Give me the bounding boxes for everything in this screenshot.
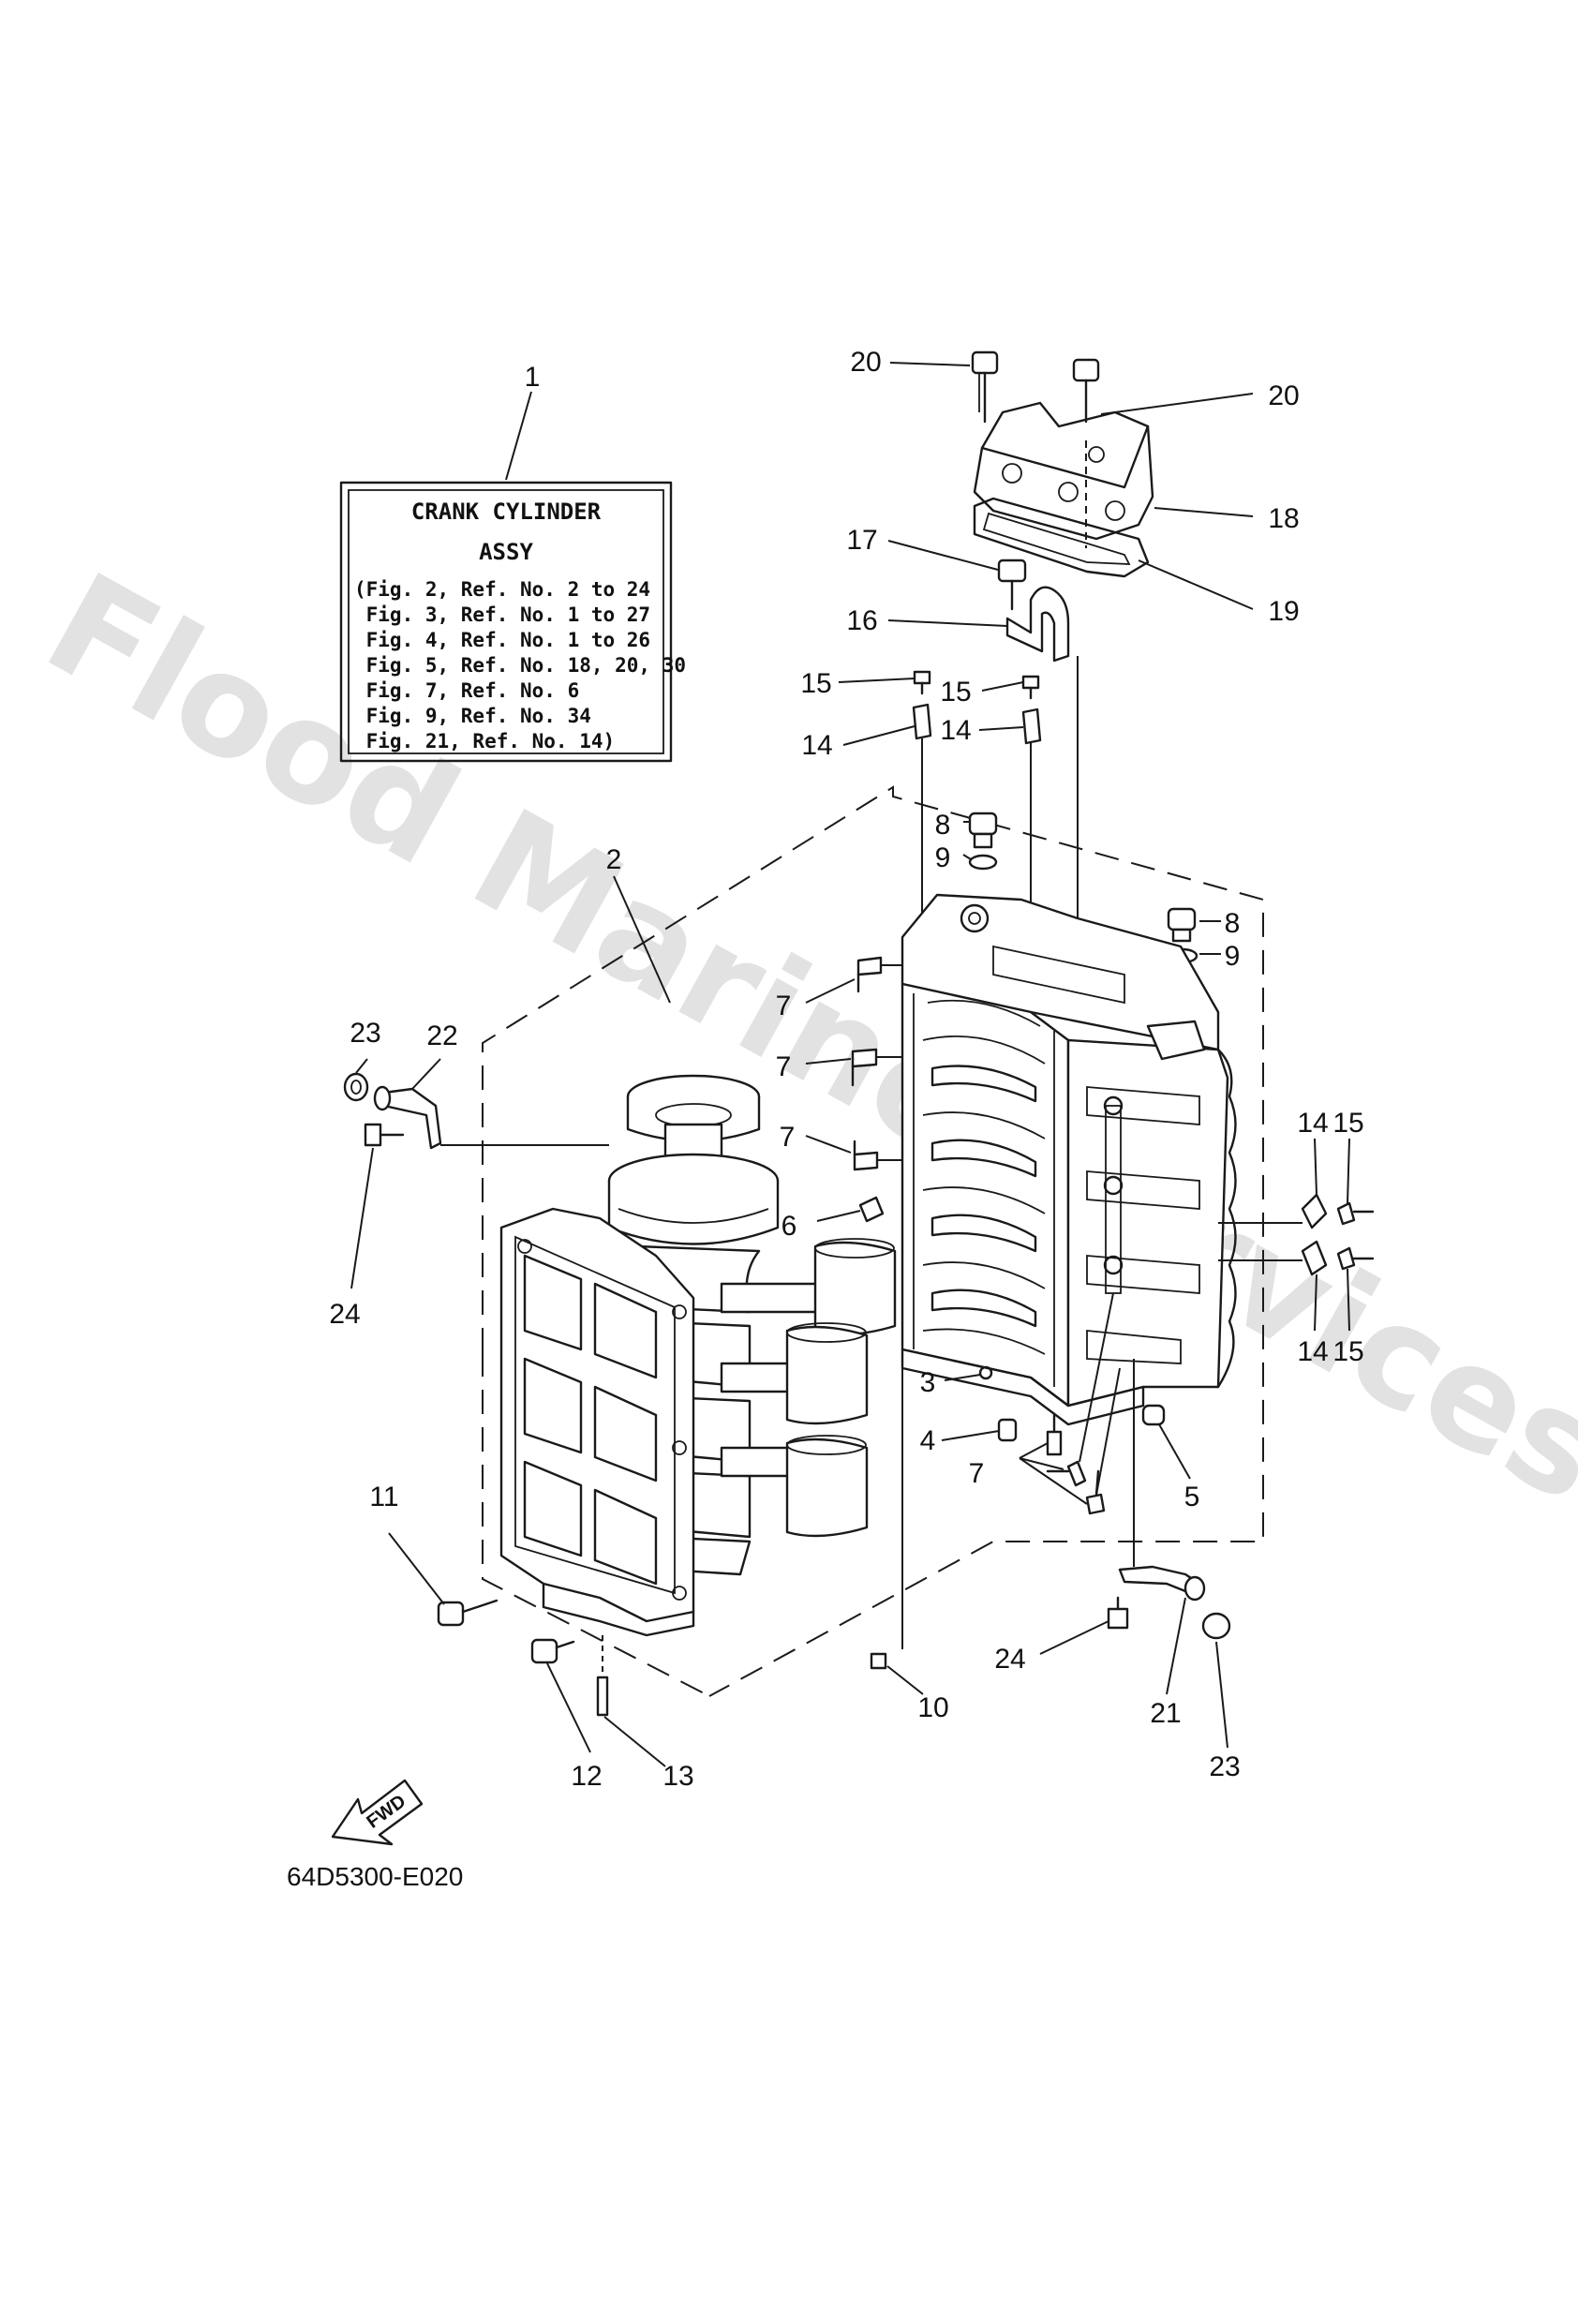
callout-label: 15 xyxy=(1332,1336,1363,1367)
stud-icon xyxy=(596,1635,609,1717)
plug-icon xyxy=(968,812,998,849)
info-box-title-1: CRANK CYLINDER xyxy=(411,499,602,525)
callout-label: 13 xyxy=(662,1761,693,1792)
fitting-icon xyxy=(1046,1460,1087,1487)
callout-label: 14 xyxy=(940,715,971,746)
assembly-outline-lower xyxy=(482,1352,710,1697)
bolt-icon xyxy=(997,559,1027,611)
bolt-icon xyxy=(530,1638,575,1664)
callout-label: 8 xyxy=(935,810,951,841)
washer-icon xyxy=(968,854,998,871)
callout-label: 11 xyxy=(369,1482,398,1512)
pin-icon xyxy=(978,1365,993,1380)
callout-label: 20 xyxy=(1268,380,1299,411)
callout-label: 7 xyxy=(776,1051,792,1082)
crankcase xyxy=(499,1207,695,1637)
callout-label: 3 xyxy=(920,1367,936,1398)
fitting-icon xyxy=(853,1140,902,1171)
plug-icon xyxy=(1141,1404,1166,1426)
bolt-icon xyxy=(971,350,999,424)
diagram-code: 64D5300-E020 xyxy=(287,1862,463,1891)
callout-label: 7 xyxy=(969,1458,985,1489)
callout-label: 1 xyxy=(525,362,541,393)
screw-icon xyxy=(1021,675,1040,700)
callout-label: 14 xyxy=(1297,1336,1328,1367)
callout-label: 2 xyxy=(606,844,622,875)
info-box: CRANK CYLINDER ASSY (Fig. 2, Ref. No. 2 … xyxy=(339,481,686,763)
callout-label: 15 xyxy=(800,668,831,699)
callout-label: 15 xyxy=(1332,1108,1363,1139)
info-box-line: Fig. 7, Ref. No. 6 xyxy=(354,679,579,702)
callout-label: 15 xyxy=(940,677,971,708)
callout-label: 21 xyxy=(1150,1698,1181,1729)
bolt-icon xyxy=(437,1599,499,1627)
callout-label: 9 xyxy=(935,842,951,873)
callout-label: 10 xyxy=(917,1692,948,1723)
bolt-icon xyxy=(1107,1596,1129,1630)
clamp-icon xyxy=(1005,586,1070,663)
ring-icon xyxy=(343,1072,369,1102)
callout-label: 23 xyxy=(1209,1751,1240,1782)
cylinder-block xyxy=(901,893,1237,1426)
callout-label: 12 xyxy=(571,1761,602,1792)
callout-label: 20 xyxy=(850,347,881,378)
ring-icon xyxy=(1201,1612,1231,1640)
top-cover xyxy=(973,401,1154,578)
leader-lines xyxy=(350,362,1350,1767)
fitting-icon xyxy=(1085,1469,1106,1515)
screw-icon xyxy=(1336,1246,1375,1271)
callout-label: 7 xyxy=(780,1122,796,1153)
hose-fitting-icon xyxy=(1118,1565,1206,1601)
info-box-line: Fig. 5, Ref. No. 18, 20, 30 xyxy=(354,654,686,677)
plug-icon xyxy=(858,1196,885,1223)
info-box-line: Fig. 4, Ref. No. 1 to 26 xyxy=(354,629,650,651)
callout-label: 23 xyxy=(350,1018,380,1049)
screw-icon xyxy=(1336,1201,1375,1226)
fwd-arrow-icon: FWD xyxy=(331,1779,424,1846)
callout-label: 18 xyxy=(1268,503,1299,534)
hose-fitting-icon xyxy=(373,1085,442,1150)
callout-label: 9 xyxy=(1225,941,1241,972)
bolt-icon xyxy=(1072,358,1100,548)
callout-label: 14 xyxy=(801,730,832,761)
callouts: 1 2 3 4 5 6 7 7 7 7 7 8 8 9 9 10 11 12 1… xyxy=(329,347,1363,1792)
callout-label: 19 xyxy=(1268,596,1299,627)
callout-label: 14 xyxy=(1297,1108,1328,1139)
info-box-line: (Fig. 2, Ref. No. 2 to 24 xyxy=(354,578,650,601)
callout-label: 22 xyxy=(426,1020,457,1051)
info-box-line: Fig. 9, Ref. No. 34 xyxy=(354,705,591,727)
screw-icon xyxy=(913,670,931,695)
fitting-icon xyxy=(851,1048,902,1087)
callout-label: 4 xyxy=(920,1425,936,1456)
callout-label: 16 xyxy=(846,605,877,636)
callout-label: 7 xyxy=(776,991,792,1021)
info-box-line: Fig. 21, Ref. No. 14) xyxy=(354,730,615,752)
callout-label: 5 xyxy=(1184,1482,1200,1512)
callout-label: 8 xyxy=(1225,908,1241,939)
callout-label: 17 xyxy=(846,525,877,556)
fitting-icon xyxy=(856,956,902,993)
callout-label: 24 xyxy=(994,1644,1025,1675)
plug-icon xyxy=(1167,907,1197,943)
pin-icon xyxy=(870,1652,887,1670)
plug-icon xyxy=(997,1418,1018,1442)
plate-icon xyxy=(1021,708,1042,745)
fitting-icon xyxy=(1046,1413,1063,1456)
callout-label: 24 xyxy=(329,1299,360,1330)
plate-icon xyxy=(1301,1240,1328,1276)
info-box-line: Fig. 3, Ref. No. 1 to 27 xyxy=(354,603,650,626)
plate-icon xyxy=(1301,1193,1328,1229)
bolt-icon xyxy=(364,1123,405,1147)
callout-label: 6 xyxy=(782,1211,797,1242)
plate-icon xyxy=(912,703,932,740)
info-box-title-2: ASSY xyxy=(479,539,533,565)
